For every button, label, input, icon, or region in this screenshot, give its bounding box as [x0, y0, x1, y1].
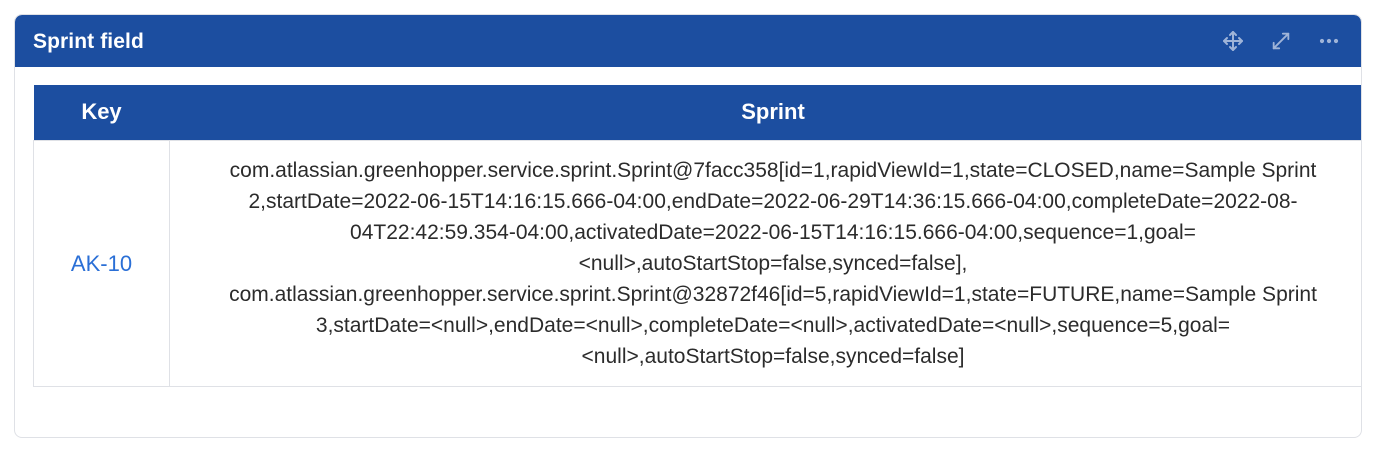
sprint-value-text: com.atlassian.greenhopper.service.sprint…: [229, 159, 1317, 369]
issue-key-link[interactable]: AK-10: [70, 250, 133, 276]
table-header: Key Sprint: [33, 85, 1361, 141]
page-title: Sprint field: [33, 29, 144, 53]
gadget-header: Sprint field: [15, 15, 1361, 67]
table-header-row: Key Sprint: [33, 85, 1361, 141]
column-header-key: Key: [33, 85, 170, 141]
move-icon[interactable]: [1219, 27, 1247, 55]
cell-sprint-value: com.atlassian.greenhopper.service.sprint…: [169, 140, 1361, 388]
sprint-field-gadget: Sprint field: [14, 14, 1362, 438]
column-header-sprint: Sprint: [169, 85, 1361, 141]
gadget-body: Key Sprint AK-10 com.atlassian.greenhopp…: [15, 67, 1361, 410]
gadget-header-actions: [1219, 27, 1343, 55]
table-row: AK-10 com.atlassian.greenhopper.service.…: [33, 140, 1361, 388]
more-options-icon[interactable]: [1315, 27, 1343, 55]
sprint-field-table: Key Sprint AK-10 com.atlassian.greenhopp…: [33, 85, 1361, 388]
table-body: AK-10 com.atlassian.greenhopper.service.…: [33, 140, 1361, 388]
expand-icon[interactable]: [1267, 27, 1295, 55]
cell-issue-key: AK-10: [33, 140, 170, 388]
